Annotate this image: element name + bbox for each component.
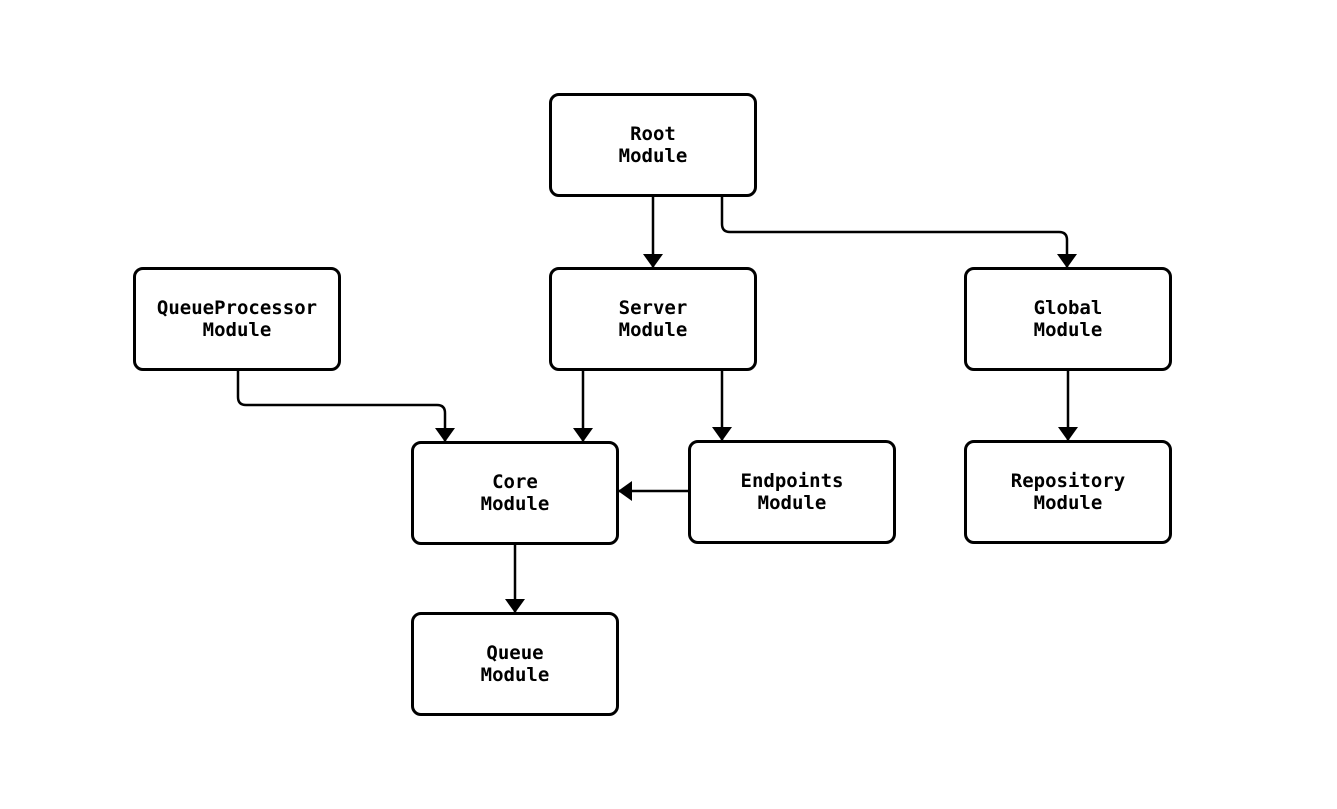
- node-label-line1: Global: [1033, 297, 1103, 319]
- node-label-line2: Module: [618, 145, 688, 167]
- node-core-module: Core Module: [411, 441, 619, 545]
- node-label-line2: Module: [1033, 319, 1103, 341]
- node-label-line1: Server: [618, 297, 688, 319]
- node-label-line2: Module: [757, 492, 827, 514]
- node-endpoints-module: Endpoints Module: [688, 440, 896, 544]
- node-global-module: Global Module: [964, 267, 1172, 371]
- node-label-line2: Module: [1033, 492, 1103, 514]
- node-label-line1: QueueProcessor: [156, 297, 318, 319]
- edge-root-to-global: [720, 197, 1077, 268]
- node-label-line1: Endpoints: [740, 470, 844, 492]
- node-label-line1: Core: [492, 471, 538, 493]
- node-label-line1: Root: [630, 123, 676, 145]
- node-label-line2: Module: [480, 493, 550, 515]
- node-label-line1: Repository: [1010, 470, 1126, 492]
- node-label-line1: Queue: [486, 642, 544, 664]
- node-queue-module: Queue Module: [411, 612, 619, 716]
- node-label-line2: Module: [480, 664, 550, 686]
- edge-queueprocessor-to-core: [236, 371, 455, 442]
- node-server-module: Server Module: [549, 267, 757, 371]
- node-label-line2: Module: [618, 319, 688, 341]
- node-queueprocessor-module: QueueProcessor Module: [133, 267, 341, 371]
- node-label-line2: Module: [202, 319, 272, 341]
- node-root-module: Root Module: [549, 93, 757, 197]
- node-repository-module: Repository Module: [964, 440, 1172, 544]
